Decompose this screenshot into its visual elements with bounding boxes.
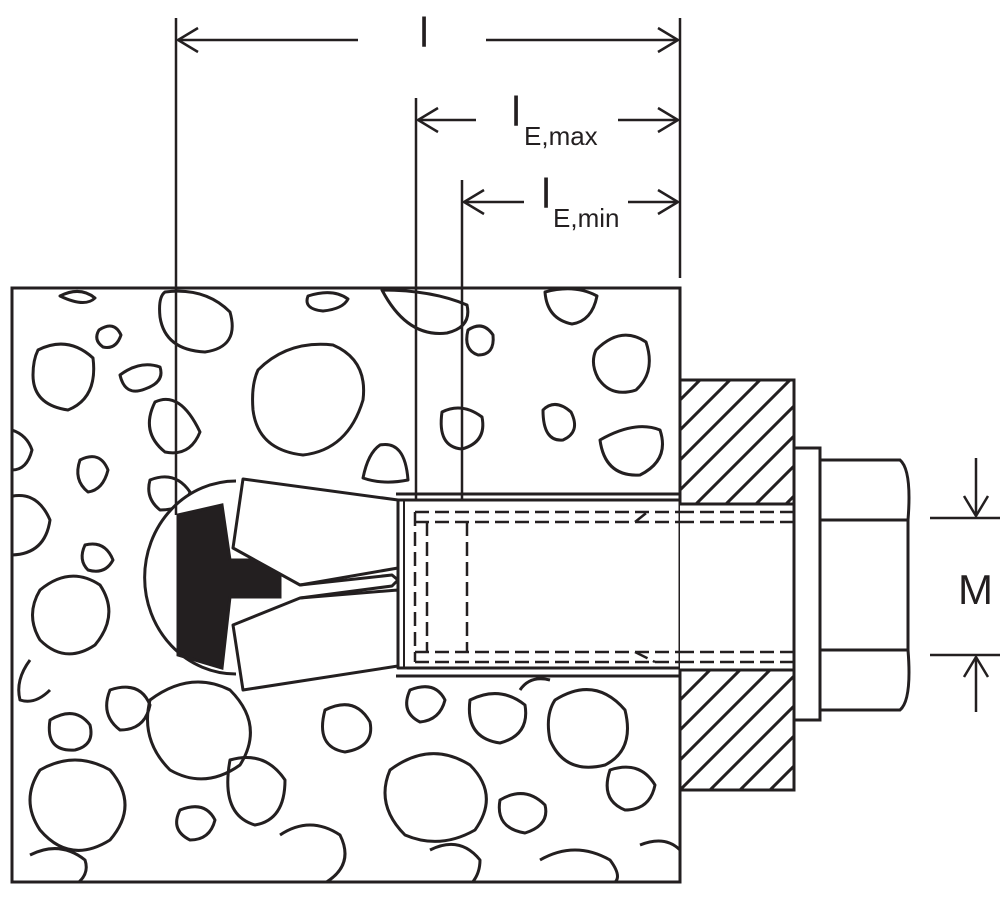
stone bbox=[383, 752, 488, 843]
fixture-plate-lower bbox=[678, 668, 796, 792]
stone bbox=[31, 342, 96, 412]
arrow-le-min-left bbox=[461, 188, 485, 216]
stone bbox=[251, 342, 366, 457]
stone bbox=[380, 288, 470, 335]
stone bbox=[543, 288, 599, 326]
arrow-m-top bbox=[962, 495, 990, 519]
stone bbox=[321, 703, 373, 754]
label-le-max: l bbox=[511, 88, 520, 135]
arrow-m-bottom bbox=[962, 654, 990, 678]
arrow-le-max-left bbox=[415, 106, 439, 134]
stone bbox=[546, 688, 629, 769]
stone bbox=[47, 712, 93, 752]
arrow-l-right bbox=[657, 26, 681, 54]
stone bbox=[429, 842, 482, 882]
stone bbox=[279, 823, 347, 882]
stone bbox=[58, 290, 97, 304]
aggregate-stones bbox=[12, 288, 680, 882]
stone bbox=[305, 291, 350, 313]
stone bbox=[598, 425, 664, 477]
label-le-min-subscript: E,min bbox=[553, 203, 619, 233]
stone bbox=[105, 685, 152, 732]
sleeve-upper-segment bbox=[231, 477, 400, 587]
stone bbox=[76, 455, 110, 494]
stone bbox=[118, 363, 163, 393]
dimension-lines bbox=[174, 18, 1000, 712]
stone bbox=[12, 428, 34, 472]
stone bbox=[95, 324, 123, 349]
stone bbox=[28, 758, 127, 852]
label-le-min: l bbox=[541, 170, 550, 217]
stone bbox=[639, 839, 680, 852]
arrow-le-min-right bbox=[657, 188, 681, 216]
arrow-l-left bbox=[175, 26, 199, 54]
stone bbox=[12, 494, 52, 557]
stone bbox=[158, 289, 234, 354]
stone bbox=[31, 574, 111, 656]
stone bbox=[226, 756, 287, 827]
stone bbox=[591, 333, 651, 394]
bolt-through-fixture bbox=[680, 504, 794, 670]
stone bbox=[541, 403, 577, 442]
stone bbox=[146, 680, 252, 781]
stone bbox=[497, 792, 548, 835]
stone bbox=[605, 765, 657, 812]
label-l: l bbox=[419, 9, 428, 56]
stone bbox=[80, 542, 115, 573]
anchor-sleeve bbox=[231, 477, 682, 692]
hex-nut bbox=[818, 458, 911, 712]
label-le-max-subscript: E,max bbox=[524, 121, 598, 151]
stone bbox=[518, 677, 551, 691]
stone bbox=[175, 805, 217, 842]
washer bbox=[792, 446, 822, 722]
stone bbox=[29, 847, 88, 882]
arrow-le-max-right bbox=[657, 106, 681, 134]
label-m: M bbox=[958, 566, 993, 613]
stone bbox=[539, 848, 619, 882]
stone bbox=[17, 659, 52, 703]
fixture-plate-upper bbox=[678, 378, 796, 506]
stone bbox=[465, 324, 495, 357]
stone bbox=[405, 685, 447, 724]
expansion-cone bbox=[176, 503, 282, 670]
sleeve-body bbox=[396, 498, 682, 670]
stone bbox=[361, 442, 410, 484]
stone bbox=[467, 692, 528, 745]
